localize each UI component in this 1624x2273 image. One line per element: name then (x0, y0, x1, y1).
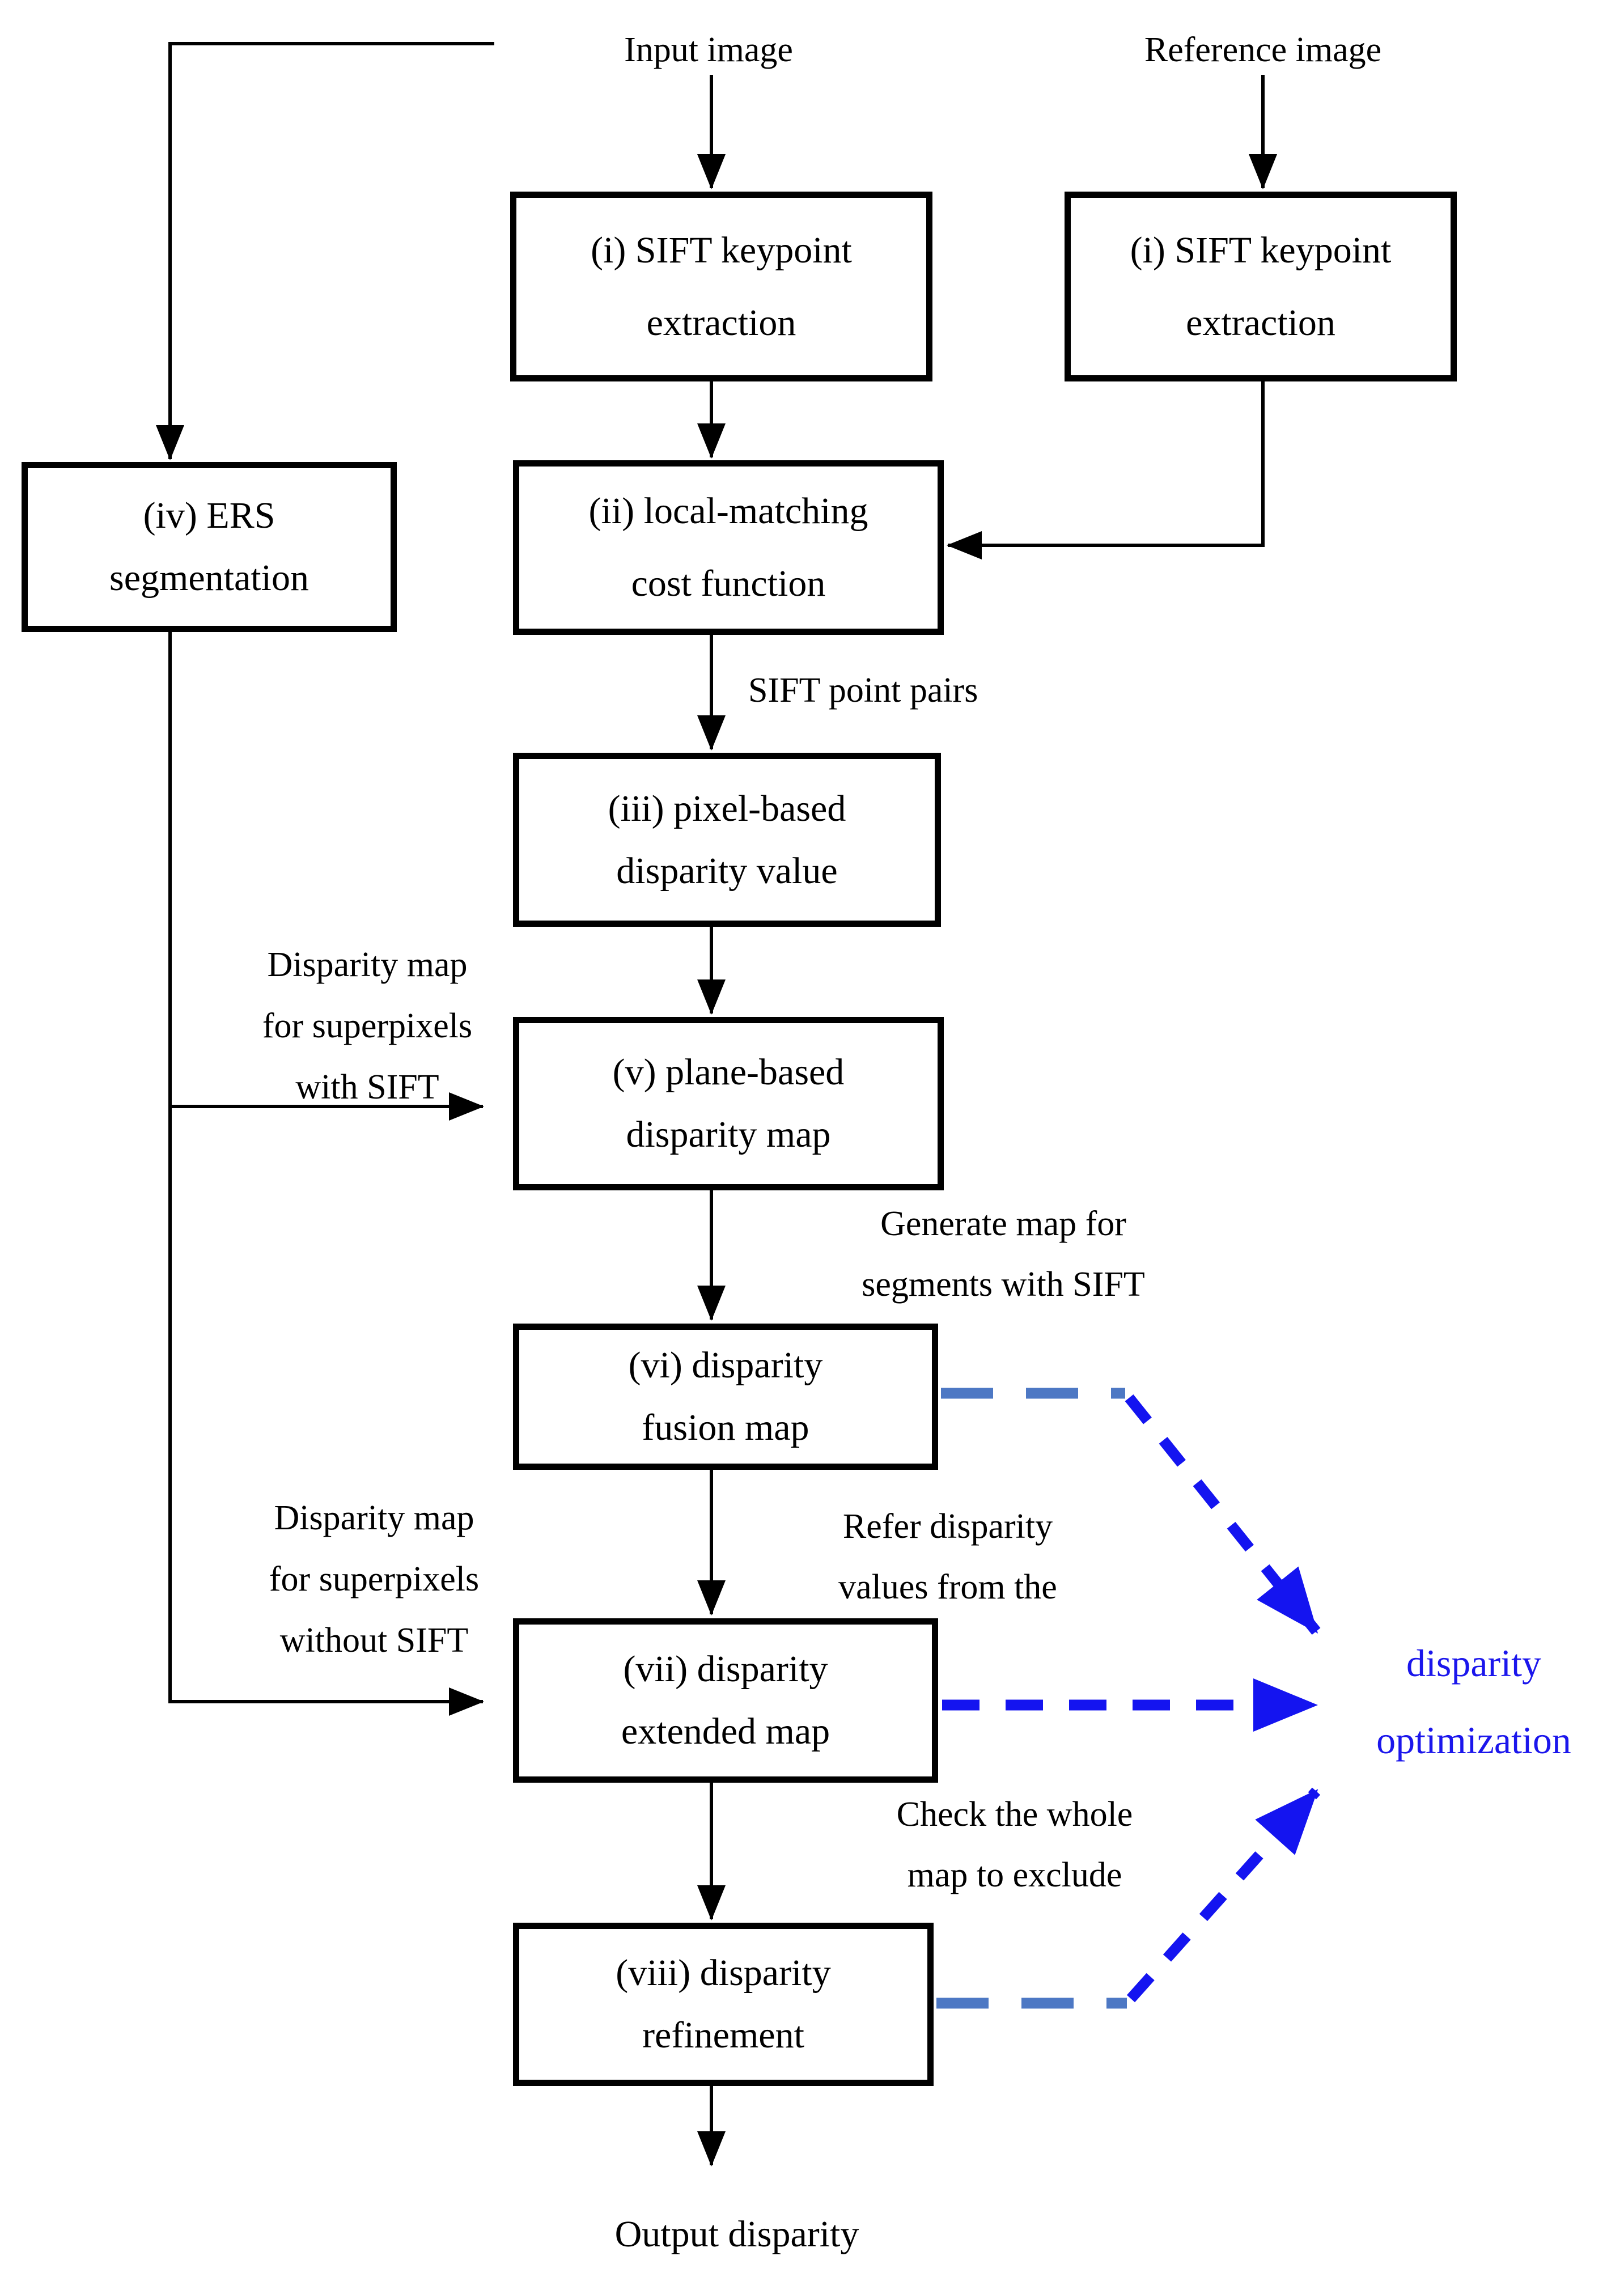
check-whole-map-label: Check the whole map to exclude (897, 1784, 1133, 1906)
label-line: Disparity map (274, 1499, 474, 1537)
label-line: optimization (1376, 1719, 1571, 1762)
with-sift-label: Disparity map for superpixels with SIFT (262, 934, 472, 1118)
box-line: (i) SIFT keypoint (1130, 229, 1392, 271)
box-disparity-fusion: (vi) disparity fusion map (513, 1324, 938, 1470)
box-line: fusion map (642, 1407, 809, 1448)
box-line: (viii) disparity (616, 1952, 831, 1994)
without-sift-label: Disparity map for superpixels without SI… (269, 1487, 479, 1671)
label-line: map to exclude (907, 1856, 1122, 1894)
box-line: segmentation (109, 557, 309, 599)
label-line: Generate map for (880, 1205, 1126, 1243)
box-plane-disparity: (v) plane-based disparity map (513, 1017, 944, 1190)
box-line: extraction (646, 302, 796, 344)
box-local-matching-cost: (ii) local-matching cost function (513, 460, 944, 635)
box-line: (vi) disparity (628, 1345, 823, 1386)
box-line: (iv) ERS (143, 495, 275, 536)
label-line: Refer disparity (842, 1507, 1053, 1546)
generate-map-label: Generate map for segments with SIFT (862, 1194, 1144, 1315)
refer-disparity-label: Refer disparity values from the (838, 1496, 1057, 1618)
box-line: (v) plane-based (612, 1051, 845, 1093)
box-disparity-extended: (vii) disparity extended map (513, 1618, 938, 1783)
edge-input-to-ers (156, 42, 494, 460)
box-line: cost function (631, 563, 826, 604)
label-line: segments with SIFT (862, 1265, 1145, 1304)
label-line: Disparity map (267, 945, 468, 984)
output-disparity-label: Output disparity (614, 2213, 859, 2255)
box-sift-extraction-left: (i) SIFT keypoint extraction (510, 192, 932, 381)
box-line: disparity map (626, 1114, 831, 1155)
edge-sift-right-to-local-matching (947, 381, 1265, 559)
label-line: with SIFT (295, 1068, 439, 1106)
box-disparity-refinement: (viii) disparity refinement (513, 1923, 934, 2086)
box-ers-segmentation: (iv) ERS segmentation (22, 462, 397, 632)
box-line: (i) SIFT keypoint (591, 229, 852, 271)
label-line: without SIFT (279, 1621, 469, 1660)
label-line: Check the whole (896, 1795, 1133, 1834)
label-line: for superpixels (269, 1560, 480, 1598)
disparity-optimization-label: disparity optimization (1376, 1625, 1571, 1779)
edge-fusion-to-optimization-diagonal (1125, 1394, 1321, 1635)
label-line: for superpixels (262, 1007, 473, 1045)
box-line: (ii) local-matching (588, 490, 868, 532)
box-line: extraction (1186, 302, 1335, 344)
label-line: disparity (1406, 1642, 1541, 1685)
reference-image-label: Reference image (1144, 31, 1382, 69)
box-pixel-disparity: (iii) pixel-based disparity value (513, 753, 941, 927)
box-sift-extraction-right: (i) SIFT keypoint extraction (1065, 192, 1457, 381)
box-line: extended map (621, 1711, 830, 1752)
box-line: (iii) pixel-based (608, 787, 846, 829)
box-line: refinement (642, 2015, 804, 2056)
input-image-label: Input image (624, 31, 793, 69)
edge-refinement-to-optimization-diagonal (1126, 1787, 1321, 2003)
box-line: disparity value (616, 850, 838, 892)
sift-point-pairs-label: SIFT point pairs (748, 671, 978, 710)
box-line: (vii) disparity (623, 1648, 828, 1690)
edge-ers-to-extended (168, 631, 484, 1716)
label-line: values from the (838, 1568, 1057, 1606)
